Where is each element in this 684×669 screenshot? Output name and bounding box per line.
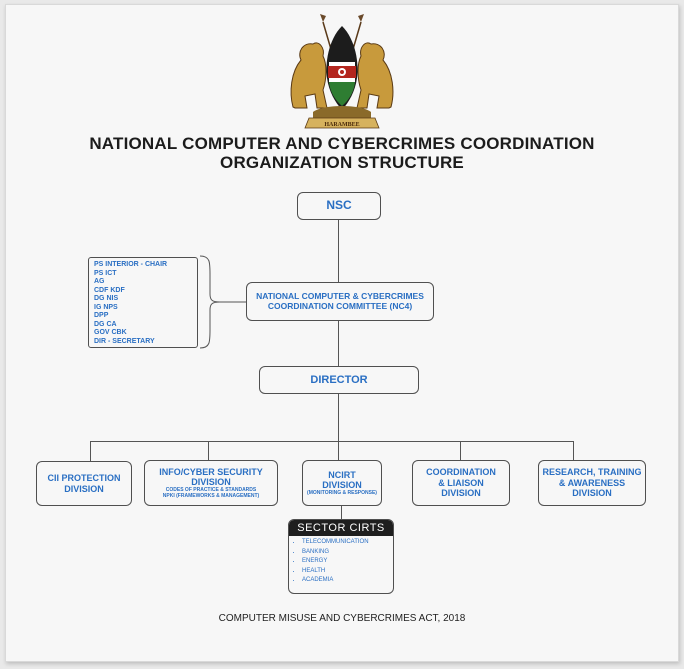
- member-item: DG CA: [94, 320, 117, 328]
- members-brace: [199, 255, 248, 349]
- ncirt-division: NCIRT DIVISION (MONITORING & RESPONSE): [302, 460, 382, 506]
- research-label-line1: RESEARCH, TRAINING: [542, 467, 642, 478]
- ncirt-sub: (MONITORING & RESPONSE): [307, 490, 377, 497]
- member-item: DIR - SECRETARY: [94, 337, 155, 345]
- connector-nsc-nc4: [338, 219, 339, 282]
- sector-cirts-title: SECTOR CIRTS: [289, 520, 393, 536]
- division-bus: [90, 441, 574, 442]
- nsc-label: NSC: [326, 198, 352, 213]
- sector-cirts-box: SECTOR CIRTS TELECOMMUNICATION BANKING E…: [288, 519, 394, 594]
- nc4-node: NATIONAL COMPUTER & CYBERCRIMES COORDINA…: [246, 282, 434, 321]
- info-sub-line2: NPKI (FRAMEWORKS & MANAGEMENT): [162, 493, 260, 500]
- info-label-line2: DIVISION: [191, 477, 231, 487]
- drop-info: [208, 441, 209, 460]
- sector-cirt-item: HEALTH: [302, 567, 393, 577]
- member-item: PS INTERIOR - CHAIR: [94, 261, 168, 268]
- director-node: DIRECTOR: [259, 366, 419, 394]
- drop-research: [573, 441, 574, 460]
- kenya-coat-of-arms-icon: HARAMBEE: [290, 14, 394, 129]
- member-item: IG NPS: [94, 303, 118, 311]
- info-cyber-security-division: INFO/CYBER SECURITY DIVISION CODES OF PR…: [144, 460, 278, 506]
- coord-label-line3: DIVISION: [441, 488, 481, 499]
- connector-director-bus: [338, 393, 339, 441]
- info-label-line1: INFO/CYBER SECURITY: [159, 466, 263, 477]
- coord-label-line2: & LIAISON: [438, 477, 484, 488]
- drop-ncirt: [338, 441, 339, 460]
- member-item: DPP: [94, 312, 109, 319]
- member-item: DG NIS: [94, 295, 119, 302]
- ncirt-label-line1: NCIRT: [328, 469, 356, 480]
- member-item: GOV CBK: [94, 329, 127, 336]
- coordination-liaison-division: COORDINATION & LIAISON DIVISION: [412, 460, 510, 506]
- member-item: PS ICT: [94, 269, 117, 277]
- member-item: AG: [94, 278, 105, 285]
- nc4-label-line1: NATIONAL COMPUTER & CYBERCRIMES: [256, 290, 424, 301]
- research-label-line3: DIVISION: [572, 488, 612, 499]
- drop-coord: [460, 441, 461, 460]
- sector-cirts-list: TELECOMMUNICATION BANKING ENERGY HEALTH …: [289, 538, 393, 586]
- nc4-label-line2: COORDINATION COMMITTEE (NC4): [267, 300, 413, 311]
- footer-act-reference: COMPUTER MISUSE AND CYBERCRIMES ACT, 201…: [218, 613, 466, 624]
- emblem-motto: HARAMBEE: [324, 122, 359, 128]
- member-item: CDF KDF: [94, 286, 125, 294]
- ncirt-label-line2: DIVISION: [322, 480, 362, 490]
- nsc-node: NSC: [297, 192, 381, 220]
- connector-ncirt-cirts: [341, 505, 342, 519]
- research-training-awareness-division: RESEARCH, TRAINING & AWARENESS DIVISION: [538, 460, 646, 506]
- page-title-line1: NATIONAL COMPUTER AND CYBERCRIMES COORDI…: [89, 134, 595, 153]
- coord-label-line1: COORDINATION: [426, 467, 496, 478]
- nc4-members-list: PS INTERIOR - CHAIR PS ICT AG CDF KDF DG…: [88, 257, 198, 348]
- sector-cirt-item: ACADEMIA: [302, 576, 393, 586]
- cii-label-line2: DIVISION: [64, 483, 104, 494]
- cii-label-line1: CII PROTECTION: [47, 473, 121, 484]
- drop-cii: [90, 441, 91, 461]
- sector-cirt-item: BANKING: [302, 548, 393, 558]
- info-sub-line1: CODES OF PRACTICE & STANDARDS: [165, 487, 257, 494]
- page-title-line2: ORGANIZATION STRUCTURE: [220, 153, 464, 172]
- research-label-line2: & AWARENESS: [558, 477, 626, 488]
- sector-cirt-item: ENERGY: [302, 557, 393, 567]
- cii-protection-division: CII PROTECTION DIVISION: [36, 461, 132, 506]
- sector-cirt-item: TELECOMMUNICATION: [302, 538, 393, 548]
- director-label: DIRECTOR: [310, 373, 368, 386]
- connector-nc4-director: [338, 321, 339, 366]
